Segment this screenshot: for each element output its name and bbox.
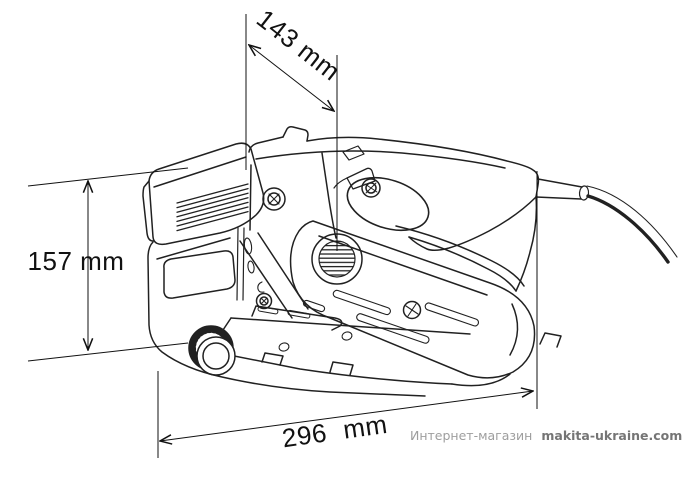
power-cord-edge: [586, 185, 678, 258]
body-top-arc: [306, 136, 540, 198]
belt-bottom-right: [451, 373, 511, 387]
trigger-screw-cross: [364, 182, 378, 194]
side-plate-inner-edge: [236, 227, 245, 301]
base-plate-top-edge: [230, 317, 471, 335]
tracking-knob: [188, 325, 236, 376]
mount-bracket: [251, 305, 343, 331]
cover-slot: [424, 302, 480, 327]
cord-boot-bottom: [535, 196, 582, 200]
cord-boot-top: [537, 178, 583, 188]
trigger-lever: [346, 167, 376, 190]
plate-screw-upper-inner: [267, 192, 281, 206]
plate-screw-lower-cross: [260, 297, 268, 305]
dimension-annotations: [27, 14, 538, 458]
extension-line: [27, 342, 189, 362]
plate-slot-hole: [247, 260, 255, 274]
vent-line: [176, 206, 249, 227]
dimension-arrow-line: [160, 391, 533, 441]
power-cord: [586, 194, 670, 264]
base-screw: [278, 342, 290, 352]
dimension-296: [157, 171, 538, 458]
motor-vents: [176, 183, 249, 232]
rear-band-inner: [408, 236, 517, 292]
plate-screw-upper-cross: [268, 193, 280, 205]
cover-screw: [402, 300, 422, 320]
body-top-front: [248, 136, 284, 153]
vent-line: [176, 187, 249, 209]
front-housing-outline: [148, 142, 265, 246]
clip-mark: [257, 281, 265, 293]
sander-illustration: [142, 126, 678, 397]
front-strut: [257, 232, 309, 310]
front-strut: [239, 240, 293, 319]
front-housing-top-seam: [153, 156, 247, 188]
plate-screw-lower-inner: [259, 296, 269, 306]
cord-boot-cap: [578, 185, 590, 201]
watermark-shop-label: Интернет-магазин: [410, 428, 533, 443]
handle-underside: [408, 196, 537, 252]
rear-body-edge: [515, 196, 538, 292]
base-plate-bottom-edge: [208, 350, 453, 385]
vent-line: [176, 201, 249, 223]
trigger-screw: [361, 178, 381, 198]
cover-slot: [356, 313, 430, 344]
dimension-157: [27, 167, 189, 362]
top-latch: [342, 145, 365, 161]
extension-line: [27, 167, 189, 187]
watermark-site-link[interactable]: makita-ukraine.com: [541, 428, 683, 443]
base-screw: [341, 331, 353, 341]
vent-line: [176, 210, 249, 232]
body-top-seam: [255, 150, 506, 169]
dimension-label-143: 143 mm: [251, 3, 346, 86]
bracket-slot: [257, 306, 279, 315]
grip-opening: [346, 176, 430, 232]
rear-band-outer: [395, 225, 525, 287]
dimension-label-157: 157 mm: [28, 246, 125, 276]
front-housing-left-cap: [142, 180, 154, 242]
dimension-label-296: 296 mm: [280, 409, 389, 453]
plate-screw-lower: [255, 292, 273, 310]
belt-cover-outline: [289, 220, 536, 379]
base-plate-tab: [261, 352, 284, 366]
vent-line: [176, 192, 249, 213]
watermark: Интернет-магазин makita-ukraine.com: [410, 428, 682, 443]
front-lower-body: [147, 241, 426, 397]
cover-slot: [332, 289, 391, 316]
dimension-arrow-line: [249, 45, 334, 111]
base-plate-tab: [539, 332, 562, 348]
dimension-143: [245, 14, 338, 251]
bracket-slot: [287, 309, 311, 319]
vent-line: [176, 183, 249, 204]
knob-inner-ring: [202, 342, 230, 370]
front-lower-top-edge: [156, 237, 231, 260]
side-plate-right-edge: [321, 152, 337, 239]
base-plate-tab: [329, 361, 354, 376]
cover-screw-cross: [405, 303, 419, 317]
front-label-recess: [163, 250, 236, 299]
vent-line: [176, 197, 249, 218]
body-top-tab: [282, 126, 309, 142]
belt-cover-end-arc: [509, 303, 519, 356]
trigger-link: [333, 177, 348, 189]
trigger-screw-inner: [365, 182, 377, 194]
